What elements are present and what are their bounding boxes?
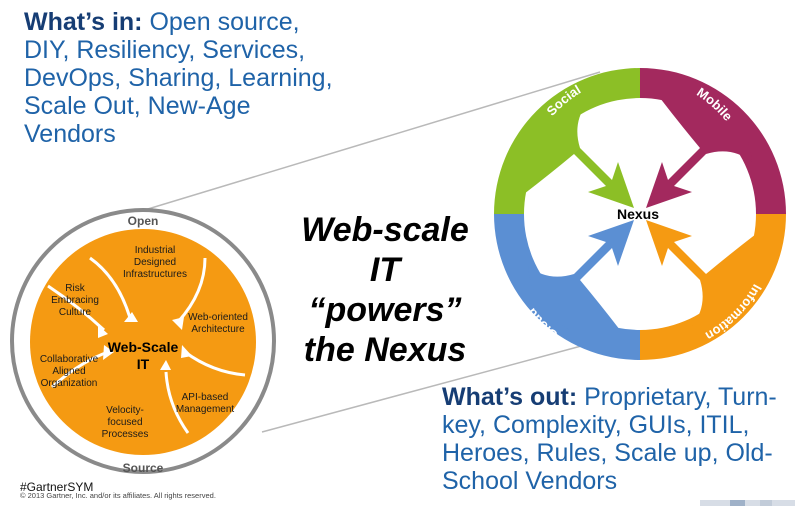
item-velocity-focused-processes: Velocity- focused Processes [102, 405, 149, 440]
nexus-segment-information [640, 214, 786, 360]
hashtag: #GartnerSYM [20, 480, 94, 494]
web-scale-it-diagram: Open Source Web-Scale IT Industrial Desi… [10, 208, 276, 475]
center-title-line2: IT [369, 251, 401, 289]
web-scale-center-line2: IT [137, 356, 150, 372]
center-title-line4: the Nexus [303, 331, 467, 369]
swirl-arrowheads [98, 312, 192, 370]
whats-out-text: What’s out: Proprietary, Turn-key, Compl… [442, 383, 794, 495]
center-title: Web-scale IT “powers” the Nexus [270, 210, 500, 370]
svg-text:Processes: Processes [102, 429, 149, 440]
connector-line-bottom [261, 344, 586, 433]
nexus-segment-cloud [494, 214, 640, 360]
footer-decor-strip [700, 500, 795, 506]
svg-text:Web-oriented: Web-oriented [188, 312, 248, 323]
center-title-line1: Web-scale [301, 211, 469, 249]
svg-text:Aligned: Aligned [52, 366, 85, 377]
svg-text:Culture: Culture [59, 307, 92, 318]
web-scale-center-line1: Web-Scale [108, 339, 179, 355]
nexus-diagram: Nexus Social Mobile Information Cloud [494, 68, 786, 360]
center-title-line3: “powers” [308, 291, 462, 329]
svg-text:Embracing: Embracing [51, 295, 99, 306]
nexus-arrow-cloud [528, 220, 634, 330]
copyright-notice: © 2013 Gartner, Inc. and/or its affiliat… [20, 491, 216, 500]
item-collaborative-aligned-organization: Collaborative Aligned Organization [40, 354, 99, 389]
nexus-segment-mobile [640, 68, 786, 214]
nexus-arrow-mobile [646, 98, 752, 208]
whats-in-label: What’s in: [24, 8, 143, 36]
connector-line-top [137, 71, 601, 213]
open-label: Open [128, 214, 159, 228]
svg-text:Collaborative: Collaborative [40, 354, 99, 365]
svg-text:Designed: Designed [134, 257, 176, 268]
item-risk-embracing-culture: Risk Embracing Culture [51, 283, 99, 318]
whats-in-items: Open source, DIY, Resiliency, Services, … [24, 8, 333, 148]
source-label: Source [123, 461, 164, 475]
item-web-oriented-architecture: Web-oriented Architecture [188, 312, 248, 335]
nexus-segment-social [494, 68, 640, 214]
nexus-arrow-social [524, 102, 634, 208]
svg-text:Architecture: Architecture [191, 324, 245, 335]
svg-text:Organization: Organization [41, 378, 98, 389]
svg-text:API-based: API-based [182, 392, 229, 403]
whats-out-label: What’s out: [442, 383, 578, 411]
svg-text:Risk: Risk [65, 283, 85, 294]
item-api-based-management: API-based Management [176, 392, 235, 415]
svg-text:Industrial: Industrial [135, 245, 176, 256]
svg-text:Management: Management [176, 404, 235, 415]
svg-text:Velocity-: Velocity- [106, 405, 144, 416]
nexus-arrow-information [646, 220, 756, 326]
svg-text:focused: focused [107, 417, 142, 428]
item-industrial-designed-infrastructures: Industrial Designed Infrastructures [123, 245, 187, 280]
nexus-center-label: Nexus [617, 206, 659, 222]
whats-out-items: Proprietary, Turn-key, Complexity, GUIs,… [442, 383, 777, 495]
swirl-arrows [47, 256, 246, 434]
whats-in-text: What’s in: Open source, DIY, Resiliency,… [24, 8, 344, 148]
svg-text:Infrastructures: Infrastructures [123, 269, 187, 280]
